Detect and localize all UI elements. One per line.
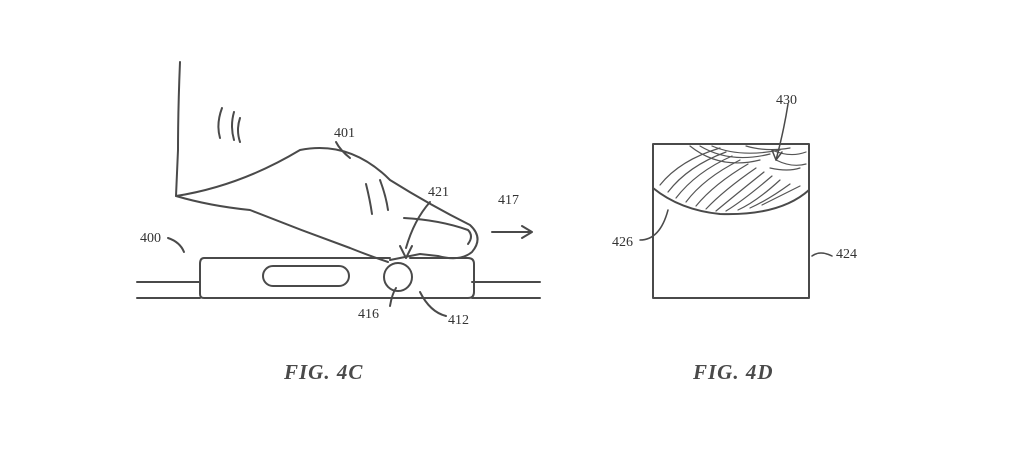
- watch-body: [199, 257, 475, 299]
- leader-401: [335, 141, 351, 159]
- side-button: [262, 265, 350, 287]
- leader-426: [639, 209, 669, 241]
- caption-fig-4c: FIG. 4C: [284, 360, 364, 384]
- knuckle-crease-3: [237, 117, 241, 143]
- knuckle-crease-5: [379, 179, 389, 211]
- finger-outline: [175, 61, 479, 261]
- label-426: 426: [612, 235, 633, 250]
- sensor-area: [652, 143, 810, 299]
- knuckle-crease-4: [365, 183, 373, 215]
- arrow-430: [771, 149, 783, 161]
- knuckle-crease-2: [231, 111, 235, 141]
- label-430: 430: [776, 93, 797, 108]
- finger-underside: [175, 195, 389, 263]
- leader-421: [405, 201, 431, 249]
- arrow-421: [399, 245, 413, 259]
- band-right: [471, 281, 541, 299]
- fingernail: [403, 217, 472, 245]
- leader-430: [775, 103, 789, 161]
- crown: [383, 262, 413, 292]
- leader-400: [167, 237, 185, 253]
- arrow-417: [491, 225, 533, 239]
- label-400: 400: [140, 231, 161, 246]
- knuckle-crease-1: [217, 107, 223, 139]
- label-401: 401: [334, 126, 355, 141]
- label-416: 416: [358, 307, 379, 322]
- fingerprint-ridges: [659, 145, 807, 212]
- leader-424: [811, 252, 833, 257]
- caption-fig-4d: FIG. 4D: [693, 360, 774, 384]
- leader-412: [419, 291, 447, 317]
- band-left: [136, 281, 201, 299]
- contact-boundary: [652, 187, 810, 216]
- label-421: 421: [428, 185, 449, 200]
- label-412: 412: [448, 313, 469, 328]
- leader-416: [389, 287, 397, 307]
- label-417: 417: [498, 193, 519, 208]
- label-424: 424: [836, 247, 857, 262]
- figure-4d-drawing: 430 426 424: [612, 93, 857, 299]
- figure-4c-drawing: 401 421 417 400 416 412: [136, 61, 541, 328]
